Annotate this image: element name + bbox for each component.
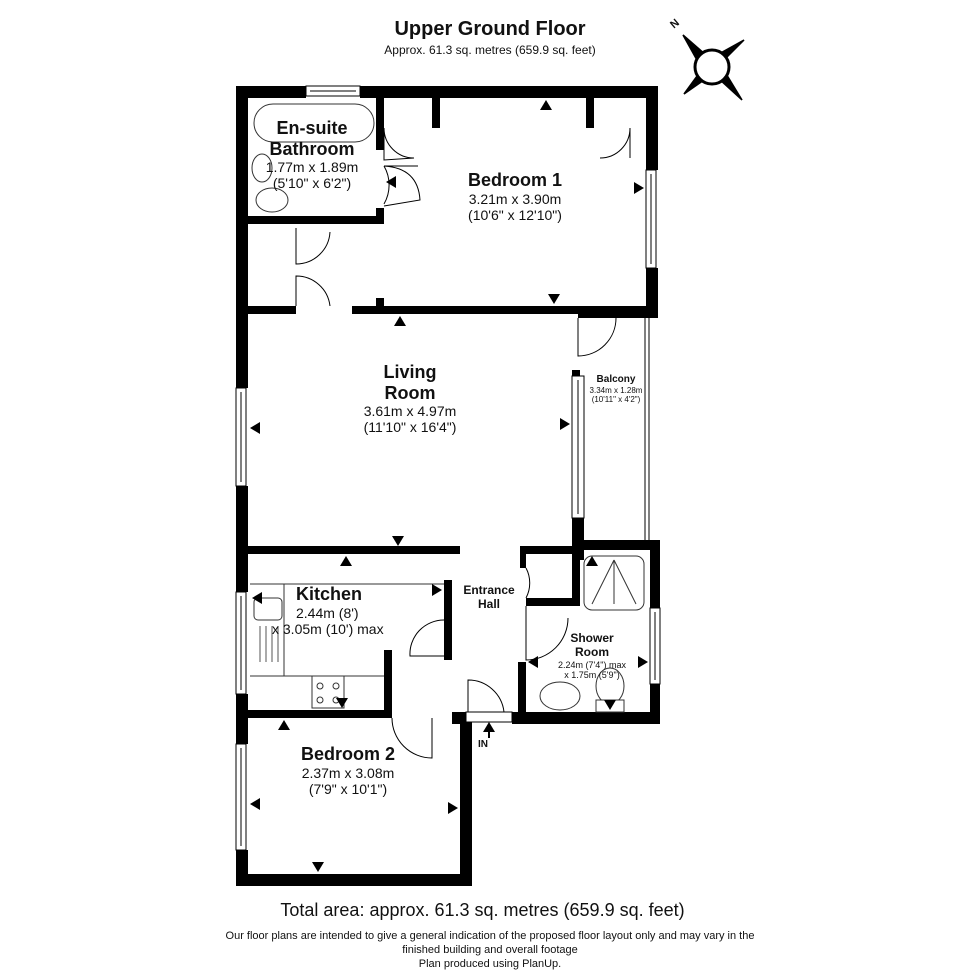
room-name: Entrance (463, 583, 515, 597)
room-name: Room (384, 382, 436, 403)
room-dimensions-metric: 2.44m (8') (296, 604, 359, 621)
basin-icon (251, 153, 273, 183)
room-label-balcony: Balcony 3.34m x 1.28m (10'11" x 4'2") (586, 374, 646, 404)
disclaimer-line: Our floor plans are intended to give a g… (225, 930, 755, 942)
disclaimer-line: finished building and overall footage (402, 943, 578, 956)
room-label-living-room: Living Room 3.61m x 4.97m (11'10" x 16'4… (340, 362, 480, 436)
room-dimensions-imperial: (10'6" x 12'10") (468, 206, 562, 223)
room-dimensions-metric: 3.34m x 1.28m (589, 385, 643, 395)
room-name: Shower (570, 631, 614, 645)
doors (295, 127, 631, 759)
room-label-ensuite: En-suite Bathroom 1.77m x 1.89m (5'10" x… (248, 118, 376, 192)
room-name: Living (383, 362, 437, 382)
walls (236, 86, 660, 886)
sink-icon (253, 597, 283, 621)
room-dimensions-metric: 3.61m x 4.97m (363, 403, 457, 420)
front-door-threshold (465, 711, 513, 723)
fixtures (250, 103, 645, 713)
room-dimensions-imperial: (7'9" x 10'1") (308, 780, 388, 797)
room-dimensions-imperial: (5'10" x 6'2") (272, 175, 352, 192)
room-dimensions-imperial: x 3.05m (10') max (272, 620, 384, 637)
room-dimensions-imperial: (11'10" x 16'4") (363, 419, 457, 436)
room-name: Hall (477, 596, 500, 611)
room-label-kitchen: Kitchen 2.44m (8') x 3.05m (10') max (272, 584, 434, 637)
room-label-shower-room: Shower Room 2.24m (7'4") max x 1.75m (5'… (530, 631, 654, 680)
room-dimensions-metric: 3.21m x 3.90m (468, 190, 562, 207)
room-label-entrance-hall: Entrance Hall (452, 583, 526, 612)
room-dimensions-metric: 2.24m (7'4") max (558, 659, 626, 670)
entrance-marker: IN (478, 739, 488, 750)
measurement-arrows (250, 100, 648, 872)
room-name: Bathroom (269, 138, 355, 159)
bathtub-icon (253, 103, 375, 143)
room-name: Bedroom 2 (300, 744, 396, 764)
room-dimensions-imperial: (10'11" x 4'2") (591, 394, 641, 404)
room-name: Balcony (596, 374, 636, 385)
compass-rose-icon (682, 34, 745, 101)
disclaimer: Our floor plans are intended to give a g… (190, 930, 790, 971)
room-name: En-suite (276, 118, 348, 138)
room-label-bedroom2: Bedroom 2 2.37m x 3.08m (7'9" x 10'1") (278, 744, 418, 797)
windows (235, 85, 661, 851)
plan-credit: Plan produced using PlanUp. (418, 957, 562, 970)
toilet-icon (255, 187, 289, 213)
basin-icon (539, 681, 581, 711)
room-name: Bedroom 1 (467, 170, 563, 190)
room-dimensions-metric: 1.77m x 1.89m (265, 159, 359, 176)
floor-area-subtitle: Approx. 61.3 sq. metres (659.9 sq. feet) (384, 43, 596, 57)
balcony-outline (644, 318, 650, 540)
hob-icon (311, 675, 345, 709)
room-dimensions-imperial: x 1.75m (5'9") (564, 669, 620, 680)
room-label-bedroom1: Bedroom 1 3.21m x 3.90m (10'6" x 12'10") (440, 170, 590, 223)
total-area: Total area: approx. 61.3 sq. metres (659… (280, 900, 685, 920)
room-dimensions-metric: 2.37m x 3.08m (301, 764, 395, 781)
room-name: Room (575, 644, 609, 659)
floor-title: Upper Ground Floor (394, 18, 586, 40)
room-name: Kitchen (296, 584, 363, 604)
